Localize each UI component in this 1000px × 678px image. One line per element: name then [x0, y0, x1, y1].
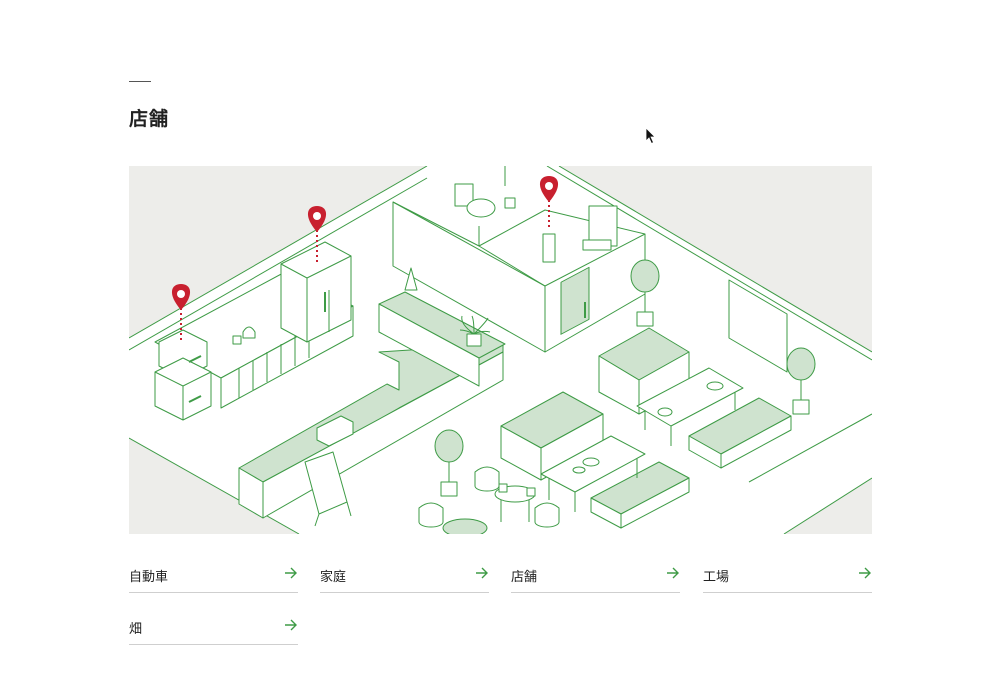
counter-return-side	[378, 303, 480, 387]
potted-plant-2	[786, 347, 816, 415]
refrigerator	[280, 241, 352, 343]
wall-right-inner	[546, 166, 872, 361]
round-table-back	[494, 483, 536, 522]
nav-item-label: 工場	[703, 570, 730, 585]
cash-register	[316, 415, 354, 447]
nav-item-label: 畑	[129, 622, 143, 637]
sofa-front-left	[590, 461, 690, 529]
chairs	[418, 466, 560, 528]
nav-item-home[interactable]: 家庭	[320, 558, 489, 593]
potted-plant-1	[630, 259, 660, 327]
wall-left-inner	[129, 177, 428, 351]
restroom-door	[560, 266, 590, 335]
mouse-cursor-icon	[645, 127, 656, 145]
potted-plant-3	[434, 429, 464, 497]
restroom-wall-right	[544, 233, 646, 353]
arrow-right-icon	[667, 567, 679, 579]
floor-edge-right-2	[748, 413, 872, 483]
map-pin-icon	[307, 206, 327, 264]
nav-item-label: 店舗	[511, 570, 538, 585]
page-title: 店舗	[129, 108, 170, 130]
arrow-right-icon	[476, 567, 488, 579]
arrow-right-icon	[859, 567, 871, 579]
wall-menu-board	[728, 279, 788, 373]
nav-item-field[interactable]: 畑	[129, 610, 298, 645]
nav-item-automobile[interactable]: 自動車	[129, 558, 298, 593]
arrow-right-icon	[285, 567, 297, 579]
map-pin-icon	[171, 284, 191, 342]
store-illustration	[129, 166, 872, 534]
nav-item-factory[interactable]: 工場	[703, 558, 872, 593]
nav-item-store[interactable]: 店舗	[511, 558, 680, 593]
sofa-front-right	[688, 397, 792, 469]
round-table-front	[442, 518, 488, 534]
title-accent-rule	[129, 81, 151, 82]
map-pin-icon	[539, 176, 559, 230]
table-center	[540, 435, 646, 512]
nav-item-label: 家庭	[320, 570, 347, 585]
table-right	[636, 367, 744, 446]
wall-left	[129, 166, 428, 339]
floor-edge-left	[129, 437, 300, 534]
floor-edge-right	[783, 477, 872, 534]
wall-right	[558, 166, 872, 353]
nav-item-label: 自動車	[129, 570, 169, 585]
arrow-right-icon	[285, 619, 297, 631]
